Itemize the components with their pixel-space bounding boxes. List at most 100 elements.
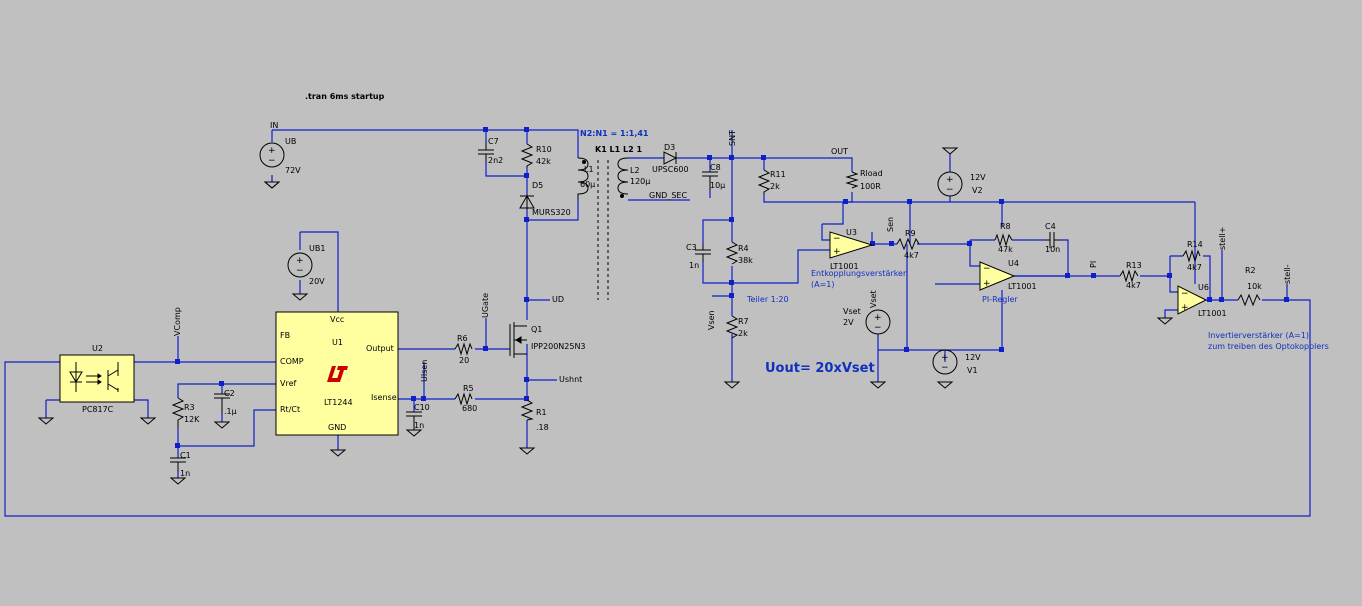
svg-text:680: 680 [462, 404, 477, 413]
svg-text:GND: GND [328, 423, 346, 432]
ub1-value: 20V [309, 277, 325, 286]
u1-part: LT1244 [324, 398, 353, 407]
spice-directive: .tran 6ms startup [305, 92, 385, 101]
net-stell-minus: stell- [1283, 264, 1292, 284]
svg-text:U4: U4 [1008, 259, 1019, 268]
svg-text:12K: 12K [184, 415, 200, 424]
net-snt: SNT [728, 130, 737, 146]
svg-text:−: − [1181, 289, 1189, 299]
net-uisen: UIsen [420, 360, 429, 382]
net-ushnt: Ushnt [559, 375, 582, 384]
vset-name: Vset [843, 307, 861, 316]
svg-text:R9: R9 [905, 229, 916, 238]
capacitor-c4: C4 10n [1044, 222, 1060, 254]
net-ud: UD [552, 295, 564, 304]
opamp-u4: − + U4 LT1001 [979, 259, 1037, 291]
source-v2: +− 12V V2 [937, 147, 986, 197]
source-ub1: +− UB1 20V [287, 244, 325, 301]
net-labels: IN OUT GND_SEC UD Ushnt SNT UGate UIsen … [173, 121, 1292, 384]
ub1-name: UB1 [309, 244, 325, 253]
resistor-r13: R13 4k7 [1119, 261, 1142, 290]
svg-text:1n: 1n [414, 421, 424, 430]
svg-text:4k7: 4k7 [1187, 263, 1202, 272]
svg-text:FB: FB [280, 331, 290, 340]
svg-text:C4: C4 [1045, 222, 1056, 231]
net-gnd-sec: GND_SEC [649, 191, 687, 200]
capacitor-c3: C3 1n [686, 243, 711, 270]
svg-text:LT1001: LT1001 [1008, 282, 1037, 291]
svg-text:Output: Output [366, 344, 394, 353]
capacitor-c8: C8 10µ [702, 163, 725, 190]
u2-name: U2 [92, 344, 103, 353]
comments: .tran 6ms startup Teiler 1:20 Uout= 20xV… [305, 92, 1329, 376]
resistor-r6: R6 20 [454, 334, 473, 365]
inverter-amp-label: Invertierverstärker (A=1) [1208, 331, 1309, 340]
opamp-u6: − + U6 LT1001 [1177, 283, 1227, 318]
svg-text:R1: R1 [536, 408, 547, 417]
svg-text:Rt/Ct: Rt/Ct [280, 405, 300, 414]
svg-text:R11: R11 [770, 170, 786, 179]
svg-text:IPP200N25N3: IPP200N25N3 [531, 342, 586, 351]
svg-text:C1: C1 [180, 451, 191, 460]
svg-text:R6: R6 [457, 334, 468, 343]
v1-name: V1 [967, 366, 978, 375]
svg-text:−: − [296, 266, 304, 276]
svg-text:1n: 1n [180, 469, 190, 478]
svg-text:+: + [983, 279, 991, 289]
svg-text:D5: D5 [532, 181, 543, 190]
pi-controller-label: PI-Regler [982, 295, 1018, 304]
inverter-note-label: zum treiben des Optokopplers [1208, 342, 1329, 351]
v1-value: 12V [965, 353, 981, 362]
svg-text:−: − [983, 264, 991, 274]
svg-text:UPSC600: UPSC600 [652, 165, 689, 174]
source-ub: +− UB 72V [259, 137, 301, 189]
resistor-r14: R14 4k7 [1182, 240, 1203, 272]
svg-text:C10: C10 [414, 403, 430, 412]
svg-text:60µ: 60µ [580, 180, 595, 189]
svg-text:4k7: 4k7 [904, 251, 919, 260]
svg-text:+: + [941, 353, 949, 363]
svg-text:C2: C2 [224, 389, 235, 398]
svg-text:Isense: Isense [371, 393, 397, 402]
resistor-r9: R9 4k7 [896, 229, 920, 260]
mosfet-q1: Q1 IPP200N25N3 [509, 322, 586, 358]
svg-text:COMP: COMP [280, 357, 304, 366]
svg-text:1n: 1n [689, 261, 699, 270]
u1-name: U1 [332, 338, 343, 347]
svg-text:Vref: Vref [280, 379, 297, 388]
svg-text:R8: R8 [1000, 222, 1011, 231]
svg-text:100R: 100R [860, 182, 881, 191]
net-vcomp: VComp [173, 307, 182, 336]
svg-text:Rload: Rload [860, 169, 883, 178]
ub-name: UB [285, 137, 296, 146]
resistor-r11: R11 2k [757, 169, 786, 194]
net-ugate: UGate [481, 293, 490, 318]
ub-value: 72V [285, 166, 301, 175]
net-out: OUT [831, 147, 848, 156]
source-vset: +− Vset 2V [843, 307, 891, 389]
svg-text:−: − [874, 323, 882, 333]
svg-text:+: + [268, 146, 276, 156]
svg-text:−: − [946, 185, 954, 195]
svg-text:10k: 10k [1247, 282, 1262, 291]
svg-text:.1µ: .1µ [224, 407, 237, 416]
svg-text:D3: D3 [664, 143, 675, 152]
svg-text:+: + [874, 313, 882, 323]
svg-text:10µ: 10µ [710, 181, 725, 190]
optocoupler-u2: U2 PC817C [59, 344, 135, 414]
v2-value: 12V [970, 173, 986, 182]
svg-text:10n: 10n [1045, 245, 1060, 254]
svg-text:.18: .18 [536, 423, 549, 432]
svg-text:LT1001: LT1001 [1198, 309, 1227, 318]
svg-text:L2: L2 [630, 166, 640, 175]
svg-text:L1: L1 [584, 165, 594, 174]
svg-text:120µ: 120µ [630, 177, 650, 186]
capacitor-c10: C10 1n [405, 403, 430, 437]
svg-text:R5: R5 [463, 384, 474, 393]
resistor-r10: R10 42k [520, 143, 552, 168]
svg-text:LT1001: LT1001 [830, 262, 859, 271]
svg-text:+: + [833, 247, 841, 257]
linear-logo-icon [327, 366, 348, 382]
diode-d5: D5 MURS320 [519, 181, 571, 217]
svg-text:−: − [833, 234, 841, 244]
